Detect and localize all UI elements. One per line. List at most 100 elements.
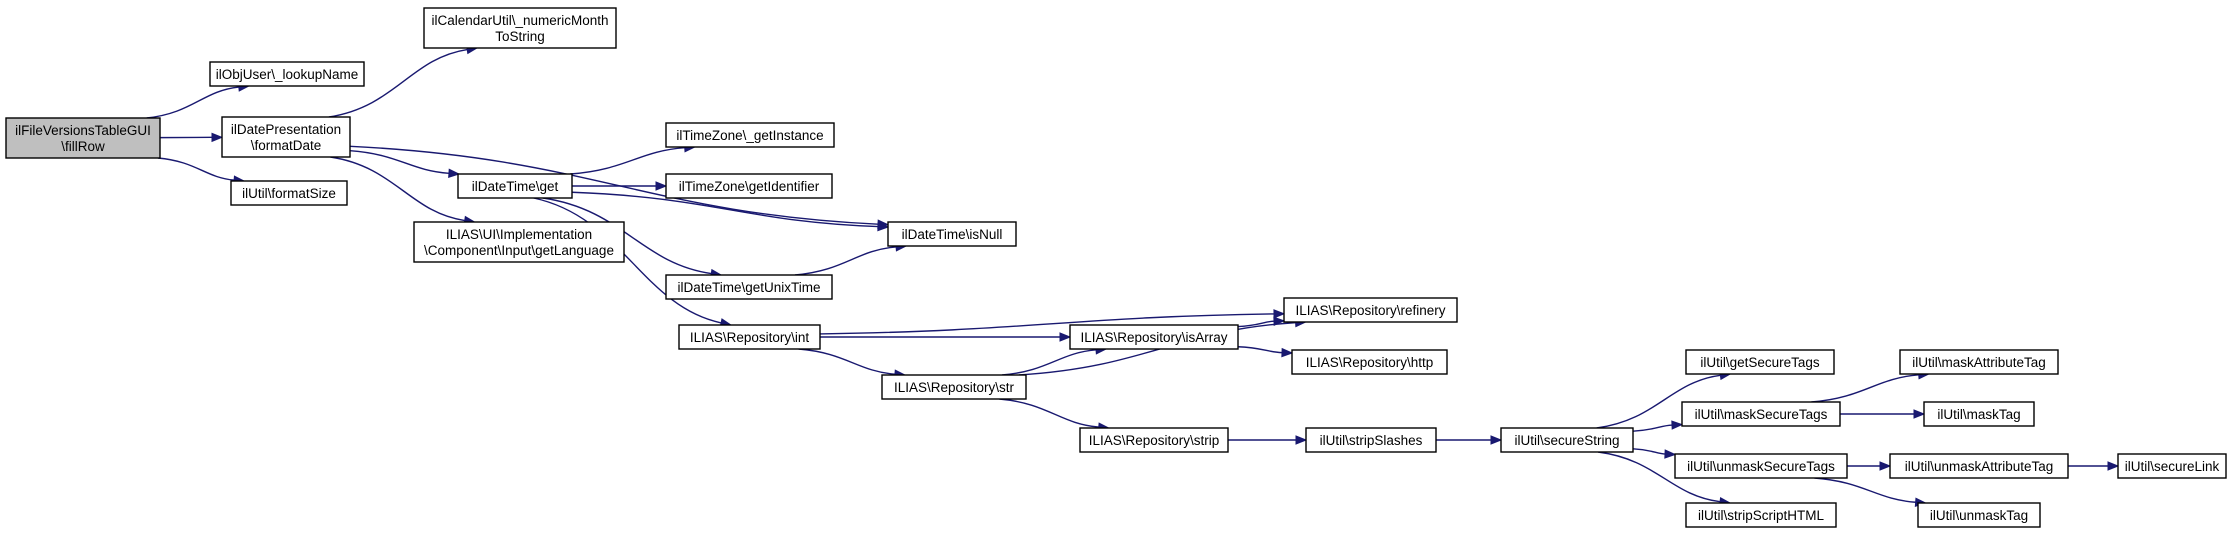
node-box bbox=[1681, 401, 1841, 427]
node-box bbox=[413, 221, 625, 263]
edge-line bbox=[349, 149, 449, 174]
edge-line bbox=[146, 86, 239, 119]
node-box bbox=[423, 7, 617, 49]
edge-repoInt-to-repoStr bbox=[798, 348, 907, 379]
node-secureString[interactable]: ilUtil\secureString bbox=[1500, 427, 1634, 453]
node-tzGetIdentifier[interactable]: ilTimeZone\getIdentifier bbox=[665, 173, 833, 199]
node-unmaskAttributeTag[interactable]: ilUtil\unmaskAttributeTag bbox=[1889, 453, 2069, 479]
edge-stripSlashes-to-secureString bbox=[1436, 435, 1503, 445]
node-maskTag[interactable]: ilUtil\maskTag bbox=[1923, 401, 2035, 427]
node-label: ILIAS\UI\Implementation bbox=[446, 227, 592, 242]
node-label: ILIAS\Repository\http bbox=[1306, 355, 1434, 370]
node-box bbox=[665, 122, 835, 148]
edge-line bbox=[819, 313, 1275, 335]
node-isNull[interactable]: ilDateTime\isNull bbox=[887, 221, 1017, 247]
edge-repoStr-to-repoStrip bbox=[999, 398, 1111, 432]
node-label: ilUtil\maskSecureTags bbox=[1695, 407, 1828, 422]
node-label: ILIAS\Repository\int bbox=[690, 330, 810, 345]
node-label: \fillRow bbox=[61, 139, 105, 154]
node-secureLink[interactable]: ilUtil\secureLink bbox=[2117, 453, 2227, 479]
edge-repoIsArray-to-repoHttp bbox=[1237, 346, 1294, 358]
node-box bbox=[230, 180, 348, 206]
node-tzGetInstance[interactable]: ilTimeZone\_getInstance bbox=[665, 122, 835, 148]
node-box bbox=[665, 173, 833, 199]
node-label: ilUtil\unmaskTag bbox=[1930, 508, 2028, 523]
node-repoIsArray[interactable]: ILIAS\Repository\isArray bbox=[1069, 324, 1239, 350]
node-label: ilUtil\secureString bbox=[1514, 433, 1619, 448]
edge-dtGet-to-isNull bbox=[571, 191, 890, 232]
edge-line bbox=[1001, 349, 1097, 376]
edge-line bbox=[1597, 451, 1721, 503]
edge-line bbox=[328, 48, 468, 118]
node-stripSlashes[interactable]: ilUtil\stripSlashes bbox=[1305, 427, 1437, 453]
node-label: ilUtil\formatSize bbox=[242, 186, 336, 201]
node-box bbox=[457, 173, 573, 199]
node-formatSize[interactable]: ilUtil\formatSize bbox=[230, 180, 348, 206]
edge-formatDate-to-dtGet bbox=[349, 149, 461, 178]
edge-line bbox=[1811, 374, 1919, 403]
node-box bbox=[1283, 297, 1458, 323]
node-box bbox=[1685, 349, 1835, 375]
node-unmaskSecureTags[interactable]: ilUtil\unmaskSecureTags bbox=[1674, 453, 1848, 479]
node-maskSecureTags[interactable]: ilUtil\maskSecureTags bbox=[1681, 401, 1841, 427]
node-label: ilDateTime\get bbox=[472, 179, 559, 194]
arrowhead bbox=[1913, 409, 1926, 419]
node-label: ilUtil\getSecureTags bbox=[1700, 355, 1820, 370]
node-label: ilObjUser\_lookupName bbox=[216, 67, 359, 82]
arrowhead bbox=[1295, 435, 1308, 445]
node-unmaskTag[interactable]: ilUtil\unmaskTag bbox=[1917, 502, 2041, 528]
node-label: ilCalendarUtil\_numericMonth bbox=[431, 13, 608, 28]
node-stripScriptHTML[interactable]: ilUtil\stripScriptHTML bbox=[1685, 502, 1837, 528]
arrowhead bbox=[448, 168, 461, 178]
node-lookupName[interactable]: ilObjUser\_lookupName bbox=[209, 61, 365, 87]
edge-unmaskAttributeTag-to-secureLink bbox=[2068, 461, 2120, 471]
arrowhead bbox=[655, 181, 668, 191]
edge-line bbox=[1237, 320, 1275, 328]
edge-line bbox=[1237, 346, 1283, 354]
edge-line bbox=[999, 398, 1099, 428]
node-label: \Component\Input\getLanguage bbox=[424, 243, 614, 258]
node-label: ilFileVersionsTableGUI bbox=[15, 123, 151, 138]
node-repoStrip[interactable]: ILIAS\Repository\strip bbox=[1079, 427, 1229, 453]
node-label: ilDateTime\isNull bbox=[902, 227, 1003, 242]
edge-repoStr-to-repoIsArray bbox=[1001, 345, 1108, 376]
node-label: ilUtil\secureLink bbox=[2125, 459, 2220, 474]
node-box bbox=[5, 117, 161, 159]
edge-maskSecureTags-to-maskTag bbox=[1839, 409, 1926, 419]
node-getSecureTags[interactable]: ilUtil\getSecureTags bbox=[1685, 349, 1835, 375]
node-repoInt[interactable]: ILIAS\Repository\int bbox=[678, 324, 821, 350]
arrowhead bbox=[211, 132, 224, 143]
node-getLanguage[interactable]: ILIAS\UI\Implementation\Component\Input\… bbox=[413, 221, 625, 263]
node-box bbox=[678, 324, 821, 350]
node-label: ILIAS\Repository\str bbox=[894, 380, 1015, 395]
node-box bbox=[887, 221, 1017, 247]
node-label: ilUtil\unmaskSecureTags bbox=[1687, 459, 1835, 474]
node-repoRefinery[interactable]: ILIAS\Repository\refinery bbox=[1283, 297, 1458, 323]
edge-line bbox=[1814, 477, 1916, 503]
node-formatDate[interactable]: ilDatePresentation\formatDate bbox=[221, 116, 351, 158]
edge-unmaskSecureTags-to-unmaskTag bbox=[1814, 477, 1927, 507]
arrowhead bbox=[2107, 461, 2120, 471]
node-box bbox=[1889, 453, 2069, 479]
edge-line bbox=[571, 191, 879, 228]
node-repoHttp[interactable]: ILIAS\Repository\http bbox=[1291, 349, 1448, 375]
node-dtGet[interactable]: ilDateTime\get bbox=[457, 173, 573, 199]
node-repoStr[interactable]: ILIAS\Repository\str bbox=[881, 374, 1027, 400]
edge-line bbox=[798, 348, 896, 375]
node-box bbox=[1069, 324, 1239, 350]
edge-repoInt-to-repoIsArray bbox=[819, 332, 1072, 342]
node-label: ilDatePresentation bbox=[231, 122, 341, 137]
node-getUnixTime[interactable]: ilDateTime\getUnixTime bbox=[665, 274, 833, 300]
edge-repoStrip-to-stripSlashes bbox=[1228, 435, 1308, 445]
node-label: ilUtil\maskTag bbox=[1937, 407, 2020, 422]
edge-line bbox=[542, 197, 712, 275]
node-box bbox=[1291, 349, 1448, 375]
edge-line bbox=[1596, 374, 1721, 429]
node-box bbox=[1500, 427, 1634, 453]
node-box bbox=[1923, 401, 2035, 427]
node-maskAttributeTag[interactable]: ilUtil\maskAttributeTag bbox=[1899, 349, 2059, 375]
node-fillRow[interactable]: ilFileVersionsTableGUI\fillRow bbox=[5, 117, 161, 159]
node-label: ILIAS\Repository\refinery bbox=[1295, 303, 1445, 318]
